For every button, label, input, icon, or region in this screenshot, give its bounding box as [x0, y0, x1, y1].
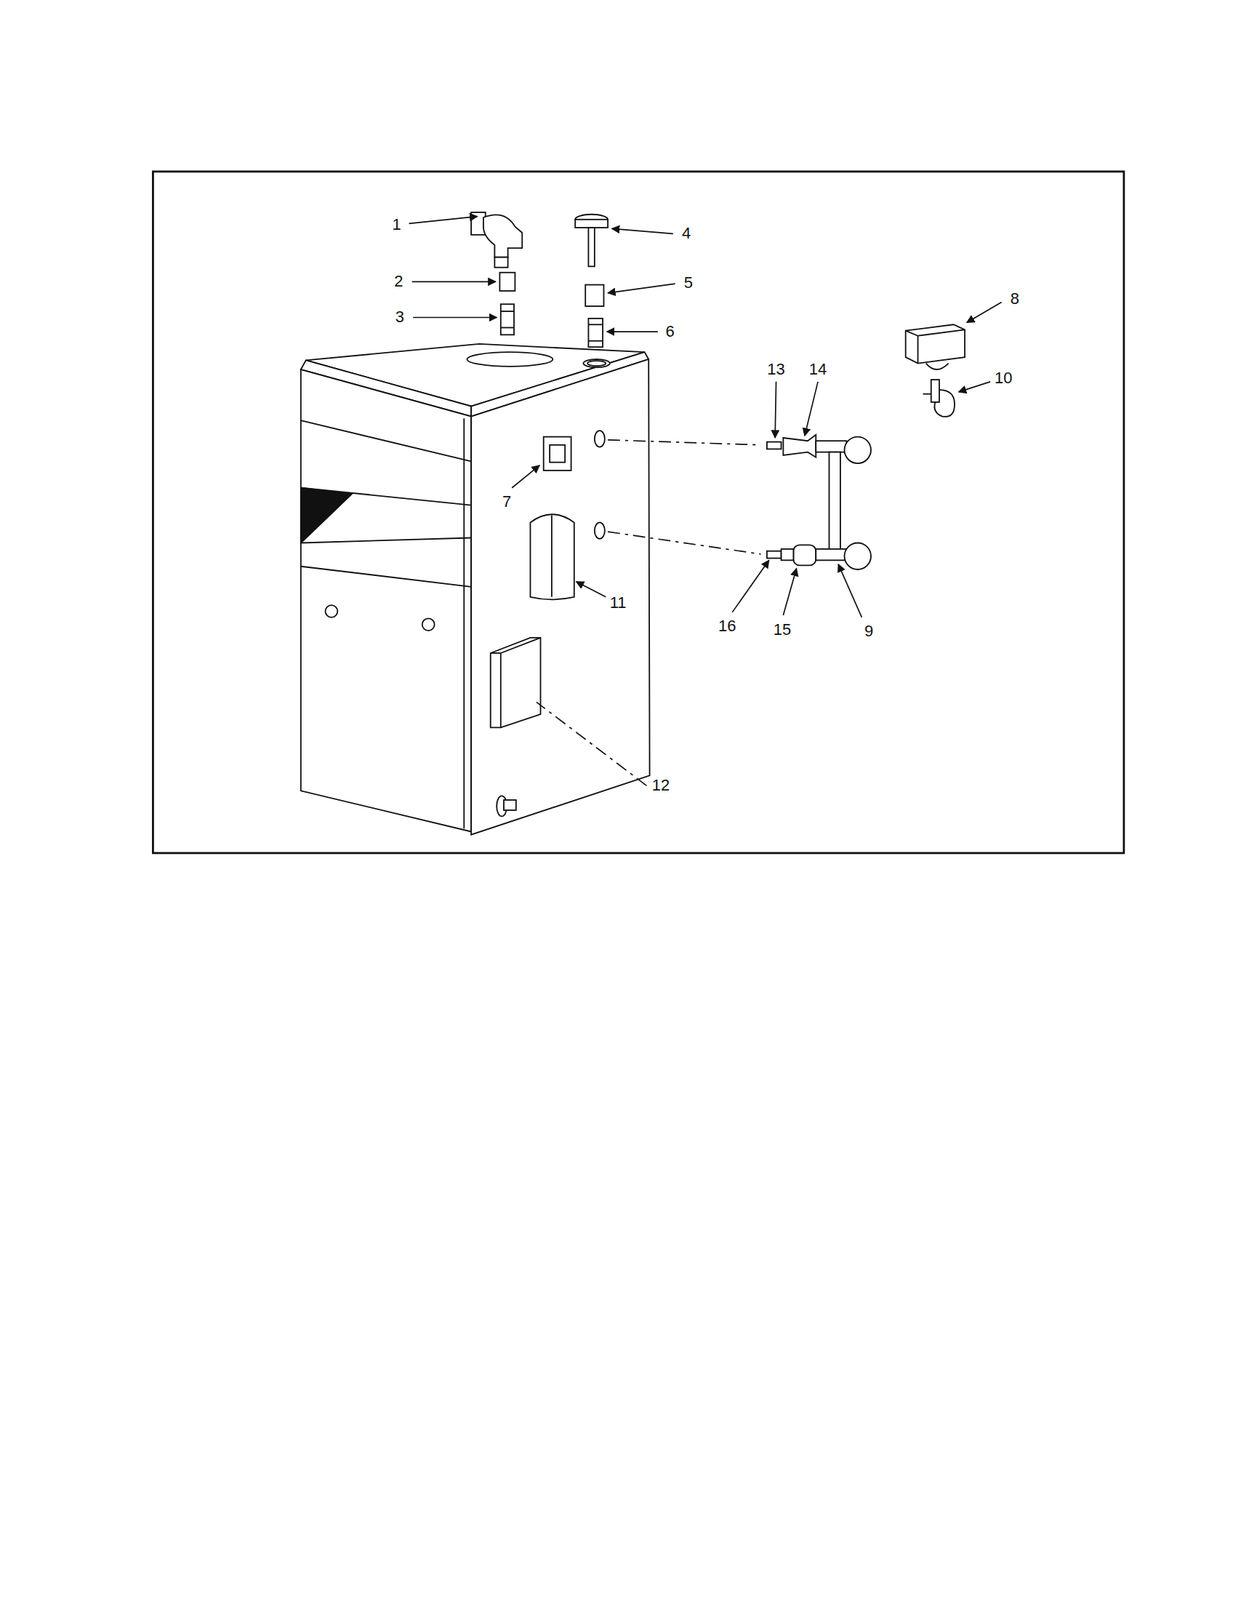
callout-number: 6 [665, 323, 675, 340]
callout-number: 7 [502, 493, 512, 510]
callout-number: 14 [809, 361, 827, 378]
frame [152, 171, 1124, 853]
callout-number: 13 [766, 361, 785, 378]
callout-number: 16 [718, 617, 736, 634]
callout-number: 8 [1010, 290, 1020, 307]
boiler-cabinet [300, 343, 650, 835]
callout-number: 11 [609, 594, 627, 611]
callout-number: 2 [394, 273, 403, 290]
callout-number: 1 [392, 216, 402, 233]
leader-lines [409, 216, 1002, 786]
loose-parts [471, 212, 965, 570]
callout-number: 12 [652, 777, 670, 794]
callout-number: 3 [395, 308, 405, 325]
callout-number: 9 [864, 623, 874, 640]
callout-number: 10 [994, 370, 1012, 387]
callout-number: 4 [681, 225, 691, 242]
callout-number: 15 [773, 621, 791, 638]
callout-number: 5 [684, 274, 693, 291]
